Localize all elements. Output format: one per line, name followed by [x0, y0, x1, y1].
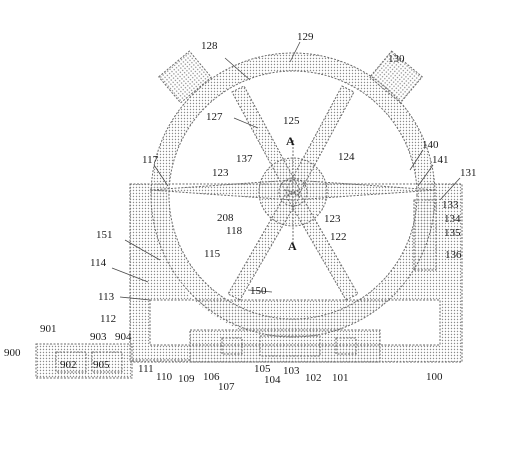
label-903: 903	[90, 331, 107, 343]
label-129: 129	[297, 31, 314, 43]
label-113: 113	[98, 291, 115, 303]
label-131: 131	[460, 167, 477, 179]
label-151: 151	[96, 229, 113, 241]
section-a-bottom: A	[288, 239, 297, 253]
label-904: 904	[115, 331, 132, 343]
central-hub	[258, 140, 328, 244]
label-900: 900	[4, 347, 21, 359]
label-123-lower: 123	[324, 213, 341, 225]
label-114: 114	[90, 257, 107, 269]
label-135: 135	[444, 227, 461, 239]
label-103: 103	[283, 365, 300, 377]
leader-lines	[111, 41, 461, 301]
section-a-top: A	[286, 134, 295, 148]
label-901: 901	[40, 323, 57, 335]
label-124: 124	[338, 151, 355, 163]
label-107: 107	[218, 381, 235, 393]
ring-lugs	[158, 50, 423, 104]
label-102: 102	[305, 372, 322, 384]
label-104: 104	[264, 374, 281, 386]
label-115: 115	[204, 248, 221, 260]
outer-ring	[150, 52, 436, 338]
label-125: 125	[283, 115, 300, 127]
label-137: 137	[236, 153, 253, 165]
label-130: 130	[388, 53, 405, 65]
motor-block	[35, 343, 190, 379]
label-105: 105	[254, 363, 271, 375]
label-905: 905	[93, 359, 110, 371]
label-118: 118	[226, 225, 243, 237]
label-100: 100	[426, 371, 443, 383]
label-109: 109	[178, 373, 195, 385]
label-133: 133	[442, 199, 459, 211]
label-140: 140	[422, 139, 439, 151]
label-141: 141	[432, 154, 449, 166]
reference-labels: 128 129 130 127 125 A 140 141 137 124 11…	[4, 31, 477, 393]
label-123-upper: 123	[212, 167, 229, 179]
label-117: 117	[142, 154, 159, 166]
label-101: 101	[332, 372, 349, 384]
label-112: 112	[100, 313, 116, 325]
label-128: 128	[201, 40, 218, 52]
label-122: 122	[330, 231, 347, 243]
label-134: 134	[444, 213, 461, 225]
label-127: 127	[206, 111, 223, 123]
label-136: 136	[445, 249, 462, 261]
label-110: 110	[156, 371, 173, 383]
label-902: 902	[60, 359, 77, 371]
label-208: 208	[217, 212, 234, 224]
label-106: 106	[203, 371, 220, 383]
label-111: 111	[138, 363, 154, 375]
label-150: 150	[250, 285, 267, 297]
